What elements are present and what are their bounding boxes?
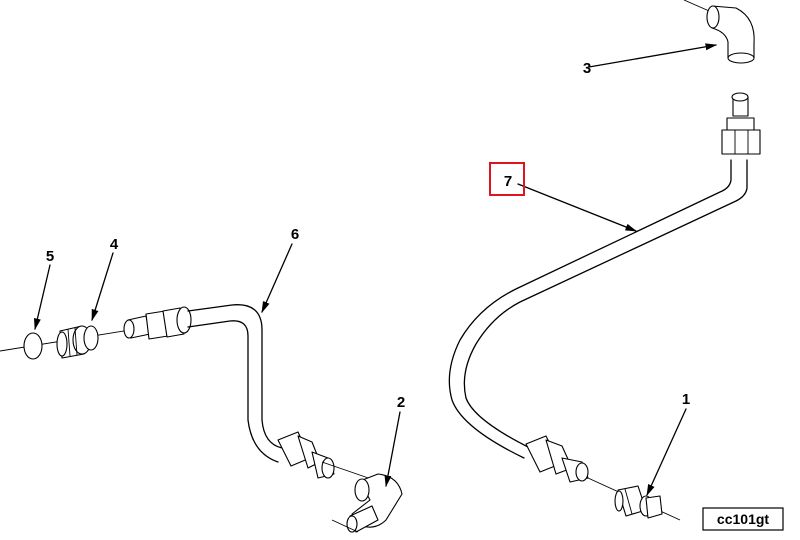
leader-3	[588, 43, 718, 68]
leader-5	[33, 264, 51, 331]
tube-assembly-left-part	[123, 304, 335, 479]
leader-7	[517, 183, 638, 232]
leader-1	[646, 408, 687, 497]
leader-2	[384, 411, 401, 488]
callout-7: 7	[504, 173, 512, 190]
connector-fitting-part	[614, 485, 663, 519]
callout-2: 2	[397, 394, 405, 411]
reference-code-box	[702, 507, 784, 531]
callout-4: 4	[110, 236, 119, 253]
leader-4	[91, 252, 114, 322]
adapter-fitting-part	[56, 325, 99, 359]
reference-code: cc101gt	[717, 511, 769, 527]
elbow-fitting-right-part	[706, 5, 755, 64]
leader-6	[261, 243, 293, 314]
callout-1: 1	[682, 391, 690, 408]
callout-5: 5	[46, 248, 54, 265]
callout-3: 3	[583, 60, 591, 77]
tube-assembly-right-part	[448, 92, 761, 483]
elbow-fitting-left-part	[346, 473, 403, 533]
callout-6: 6	[291, 226, 299, 243]
highlight-box	[489, 162, 525, 196]
o-ring-part	[23, 332, 43, 360]
